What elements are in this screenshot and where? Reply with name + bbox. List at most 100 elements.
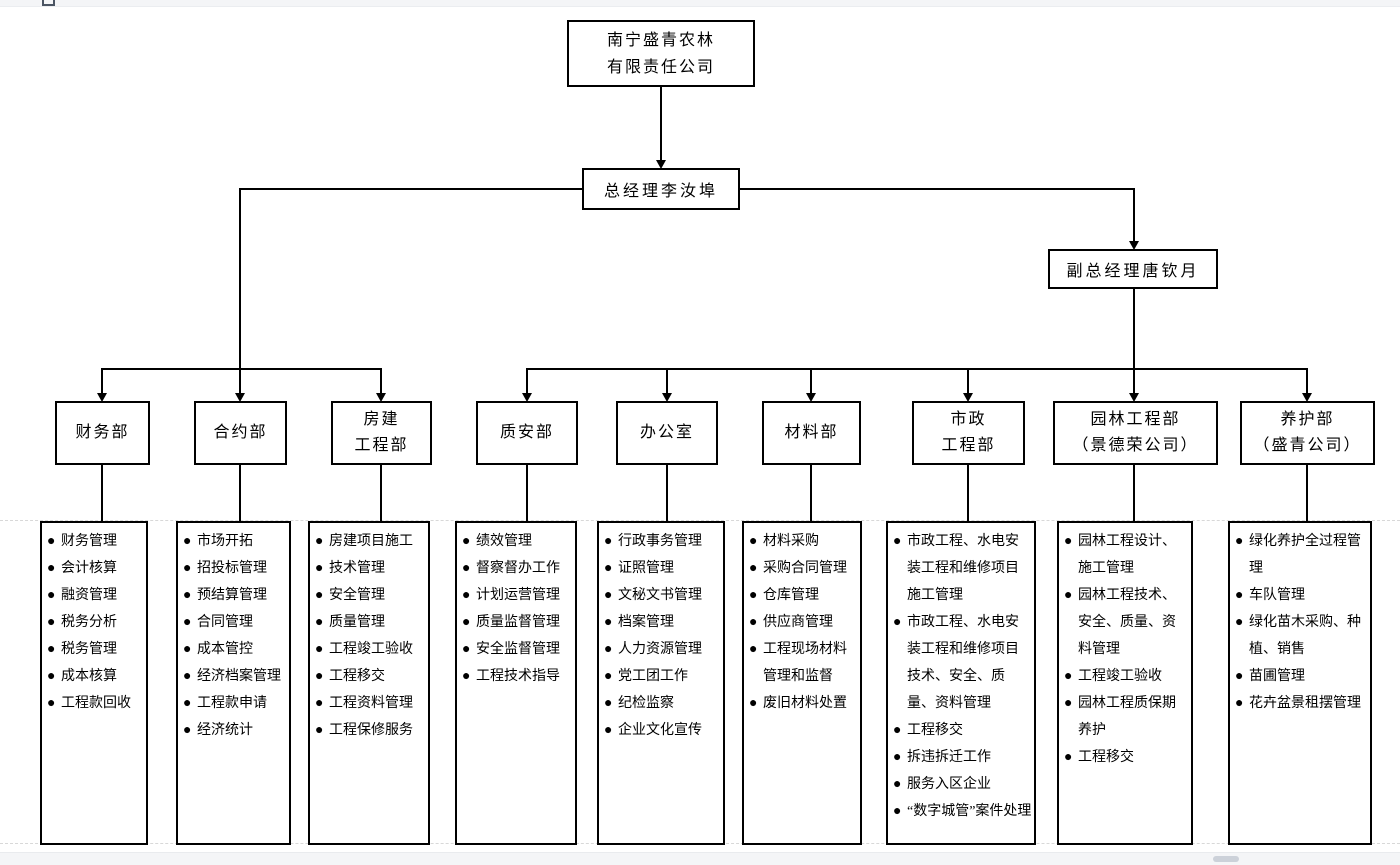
company-name-line: 有限责任公司 — [606, 58, 715, 76]
duty-text: 工程移交 — [329, 669, 385, 684]
bullet-icon: ● — [893, 534, 902, 549]
department-name: 园林工程部 — [1090, 411, 1181, 428]
duty-item: ●证照管理 — [604, 555, 721, 582]
department-name: 房建 — [363, 411, 400, 428]
duty-text: 税务管理 — [61, 642, 117, 657]
duties-box-3: ●房建项目施工●技术管理●安全管理●质量管理●工程竣工验收●工程移交●工程资料管… — [308, 521, 430, 845]
connector-line — [1133, 368, 1135, 393]
duty-text: 成本管控 — [197, 642, 253, 657]
duty-text: 工程资料管理 — [329, 696, 413, 711]
arrow-down-icon — [522, 393, 532, 402]
bullet-icon: ● — [462, 615, 471, 630]
duty-text: 材料采购 — [763, 534, 819, 549]
bullet-icon: ● — [1235, 534, 1244, 549]
duty-item: ●技术管理 — [315, 555, 426, 582]
bullet-icon: ● — [893, 723, 902, 738]
duty-text: 服务入区企业 — [907, 777, 991, 792]
bullet-icon: ● — [749, 642, 758, 657]
duty-item: ●文秘文书管理 — [604, 582, 721, 609]
bullet-icon: ● — [749, 561, 758, 576]
duty-item: ● 质量监督管理 — [462, 609, 573, 636]
duty-item: ●供应商管理 — [749, 609, 858, 636]
duty-text: 预结算管理 — [197, 588, 267, 603]
duty-item: ●工程移交 — [315, 663, 426, 690]
duty-text: 园林工程设计、施工管理 — [1078, 534, 1176, 576]
duty-text: 仓库管理 — [763, 588, 819, 603]
duty-item: ● 工程竣工验收 — [1064, 663, 1189, 690]
company-name-line: 南宁盛青农林 — [606, 31, 715, 49]
bullet-icon: ● — [1064, 696, 1073, 711]
duty-text: 财务管理 — [61, 534, 117, 549]
connector-line — [526, 465, 528, 521]
duty-item: ●市场开拓 — [183, 528, 287, 555]
duty-text: 会计核算 — [61, 561, 117, 576]
duty-item: ●花卉盆景租摆管理 — [1235, 690, 1368, 717]
duty-item: ●工程资料管理 — [315, 690, 426, 717]
bullet-icon: ● — [183, 615, 192, 630]
connector-line — [660, 87, 662, 161]
connector-line — [810, 368, 812, 393]
duty-item: ● 绿化苗木采购、种植、销售 — [1235, 609, 1368, 663]
connector-line — [967, 368, 969, 393]
connector-line — [380, 465, 382, 521]
duty-text: 废旧材料处置 — [763, 696, 847, 711]
department-name: （景德荣公司） — [1072, 437, 1199, 454]
arrow-down-icon — [1129, 393, 1139, 402]
duty-text: 花卉盆景租摆管理 — [1249, 696, 1361, 711]
bullet-icon: ● — [1064, 669, 1073, 684]
department-name: 办公室 — [639, 424, 694, 441]
duty-text: 经济档案管理 — [197, 669, 281, 684]
duty-text: 房建项目施工 — [329, 534, 413, 549]
duty-item: ●会计核算 — [47, 555, 144, 582]
duty-item: ●计划运营管理 — [462, 582, 573, 609]
bullet-icon: ● — [1064, 588, 1073, 603]
duty-item: ●安全管理 — [315, 582, 426, 609]
duty-item: ●“数字城管”案件处理 — [893, 798, 1032, 825]
bullet-icon: ● — [604, 615, 613, 630]
duty-text: 工程款申请 — [197, 696, 267, 711]
duty-item: ●车队管理 — [1235, 582, 1368, 609]
duty-item: ●工程竣工验收 — [315, 636, 426, 663]
connector-line — [526, 368, 1308, 370]
duty-text: 税务分析 — [61, 615, 117, 630]
connector-line — [1306, 368, 1308, 393]
duty-text: 质量管理 — [329, 615, 385, 630]
duty-text: 质量监督管理 — [476, 615, 560, 630]
duty-text: 工程技术指导 — [476, 669, 560, 684]
horizontal-scrollbar-thumb[interactable] — [1213, 856, 1239, 862]
connector-line — [666, 368, 668, 393]
bullet-icon: ● — [893, 615, 902, 630]
duty-text: 安全管理 — [329, 588, 385, 603]
bullet-icon: ● — [749, 615, 758, 630]
duty-text: 绿化苗木采购、种植、销售 — [1249, 615, 1361, 657]
duty-item: ●税务管理 — [47, 636, 144, 663]
connector-line — [1133, 289, 1135, 368]
duty-text: 工程竣工验收 — [1078, 669, 1162, 684]
duty-text: 拆违拆迁工作 — [907, 750, 991, 765]
page-break-line — [0, 520, 1400, 521]
department-box-5: 办公室 — [616, 401, 718, 465]
duty-item: ●工程技术指导 — [462, 663, 573, 690]
duty-item: ●经济统计 — [183, 717, 287, 744]
bullet-icon: ● — [47, 588, 56, 603]
duty-text: 工程保修服务 — [329, 723, 413, 738]
department-name: 质安部 — [499, 424, 554, 441]
duty-text: 市政工程、水电安装工程和维修项目技术、安全、质量、资料管理 — [907, 615, 1019, 711]
duty-item: ●苗圃管理 — [1235, 663, 1368, 690]
department-box-6: 材料部 — [762, 401, 861, 465]
connector-line — [740, 188, 1135, 190]
duty-item: ●绩效管理 — [462, 528, 573, 555]
duty-text: 督察督办工作 — [476, 561, 560, 576]
bullet-icon: ● — [1235, 615, 1244, 630]
duties-box-8: ●园林工程设计、施工管理●园林工程技术、安全、质量、资料管理●工程竣工验收●园林… — [1057, 521, 1193, 845]
department-name: 合约部 — [213, 424, 268, 441]
duty-text: 采购合同管理 — [763, 561, 847, 576]
bullet-icon: ● — [462, 561, 471, 576]
deputy-general-manager-title: 副总经理唐钦月 — [1066, 263, 1200, 280]
arrow-down-icon — [1129, 241, 1139, 250]
duty-item: ●拆违拆迁工作 — [893, 744, 1032, 771]
department-box-3: 房建工程部 — [331, 401, 432, 465]
connector-line — [380, 368, 382, 393]
bullet-icon: ● — [47, 696, 56, 711]
duty-text: 工程款回收 — [61, 696, 131, 711]
